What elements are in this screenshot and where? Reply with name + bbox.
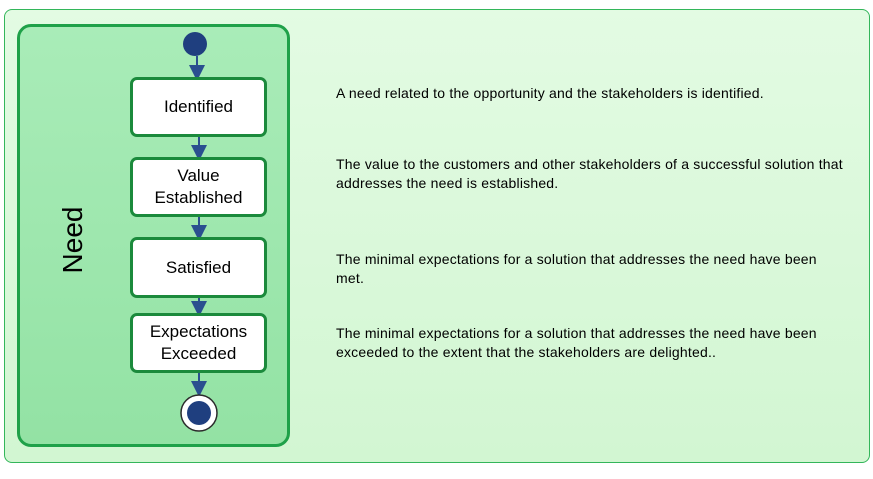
- state-satisfied: Satisfied: [130, 237, 267, 298]
- state-identified: Identified: [130, 77, 267, 137]
- initial-node: [183, 32, 207, 56]
- description-expectations-exceeded: The minimal expectations for a solution …: [336, 325, 817, 360]
- description-value-established: The value to the customers and other sta…: [336, 156, 843, 191]
- state-expectations-exceeded: Expectations Exceeded: [130, 313, 267, 373]
- final-node: [180, 394, 218, 432]
- description-identified: A need related to the opportunity and th…: [336, 85, 764, 101]
- description-satisfied: The minimal expectations for a solution …: [336, 251, 817, 286]
- state-value-established: Value Established: [130, 157, 267, 217]
